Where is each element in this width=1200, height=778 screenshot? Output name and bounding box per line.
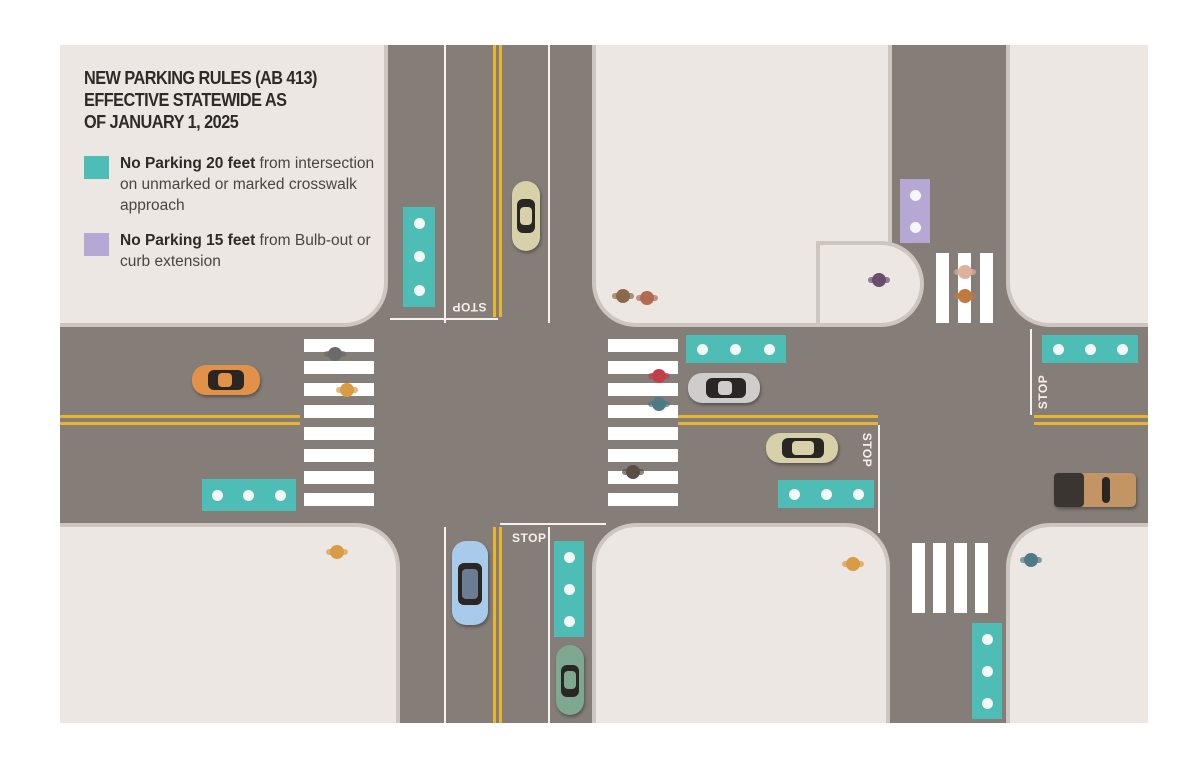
legend-item-text: from Bulb-out or curb extension: [120, 232, 371, 270]
pedestrian: [612, 289, 634, 303]
lane-line: [444, 527, 446, 723]
stop-marking-middle: STOP: [860, 432, 875, 468]
sidewalk-block-top-left: [60, 45, 384, 323]
no-parking-20ft-zone: [686, 335, 786, 363]
car-blue-southbound: [452, 541, 488, 625]
legend-title: NEW PARKING RULES (AB 413) EFFECTIVE STA…: [84, 67, 383, 133]
stop-bar-east: [1030, 329, 1032, 415]
sidewalk-block-bottom-middle: [596, 527, 886, 723]
stop-bar-north: [390, 318, 498, 320]
stop-bar-south: [500, 523, 606, 525]
pedestrian: [648, 397, 670, 411]
car-tan-northbound: [512, 181, 540, 251]
no-parking-20ft-zone: [1042, 335, 1138, 363]
legend-item-20ft: No Parking 20 feet from intersection on …: [84, 153, 384, 216]
no-parking-20ft-zone: [554, 541, 584, 637]
lane-line: [548, 527, 550, 723]
intersection-diagram: STOP STOP STOP STOP: [60, 45, 1148, 723]
pedestrian: [636, 291, 658, 305]
center-line-middle: [678, 415, 878, 418]
center-line-north: [493, 45, 496, 317]
center-line-north-2: [499, 45, 502, 317]
pedestrian: [326, 545, 348, 559]
no-parking-15ft-zone: [900, 179, 930, 243]
no-parking-20ft-zone: [202, 479, 296, 511]
sidewalk-block-bottom-left: [60, 527, 396, 723]
stop-marking-south: STOP: [512, 531, 547, 545]
center-line-east-2: [1034, 422, 1148, 425]
stop-marking-north: STOP: [452, 300, 487, 314]
stop-marking-east: STOP: [1036, 374, 1051, 410]
legend-title-line: OF JANUARY 1, 2025: [84, 111, 239, 132]
car-beige-eastbound: [766, 433, 838, 463]
center-line-west-2: [60, 422, 300, 425]
pedestrian: [648, 369, 670, 383]
car-orange-eastbound: [192, 365, 260, 395]
pedestrian: [622, 465, 644, 479]
legend-item-text: from intersection on unmarked or marked …: [120, 155, 375, 214]
bulb-out-curb-extension: [820, 245, 920, 323]
car-white-westbound: [688, 373, 760, 403]
car-green-northbound: [556, 645, 584, 715]
center-line-south: [493, 527, 496, 723]
pedestrian: [954, 289, 976, 303]
legend-title-line: NEW PARKING RULES (AB 413): [84, 67, 317, 88]
legend-title-line: EFFECTIVE STATEWIDE AS: [84, 89, 287, 110]
pedestrian-with-bicycle: [868, 273, 890, 287]
lavender-swatch: [84, 233, 109, 256]
no-parking-20ft-zone: [403, 207, 435, 307]
legend: NEW PARKING RULES (AB 413) EFFECTIVE STA…: [84, 67, 384, 272]
lane-line: [548, 45, 550, 323]
legend-item-15ft: No Parking 15 feet from Bulb-out or curb…: [84, 230, 384, 272]
no-parking-20ft-zone: [778, 480, 874, 508]
pedestrian: [954, 265, 976, 279]
center-line-middle-2: [678, 422, 878, 425]
center-line-south-2: [499, 527, 502, 723]
pedestrian: [336, 383, 358, 397]
no-parking-20ft-zone: [972, 623, 1002, 719]
pedestrian: [1020, 553, 1042, 567]
legend-item-bold: No Parking 20 feet: [120, 155, 256, 172]
center-line-west: [60, 415, 300, 418]
lane-line: [444, 45, 446, 323]
teal-swatch: [84, 156, 109, 179]
pickup-truck-brown: [1054, 473, 1136, 507]
sidewalk-block-top-right: [1010, 45, 1148, 323]
pedestrian: [324, 347, 346, 361]
center-line-east: [1034, 415, 1148, 418]
stop-bar-middle: [878, 425, 880, 533]
pedestrian: [842, 557, 864, 571]
legend-item-bold: No Parking 15 feet: [120, 232, 256, 249]
